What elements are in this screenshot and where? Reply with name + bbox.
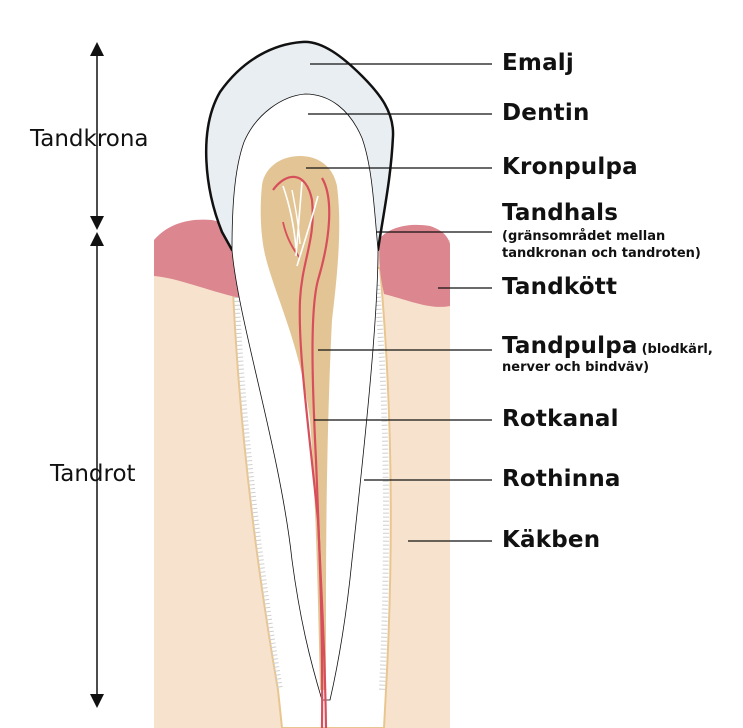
crown-side-label: Tandkrona [30,126,149,152]
label-emalj: Emalj [502,50,574,76]
root-side-label: Tandrot [50,461,136,487]
label-tandhals-note-1: (gränsområdet mellan [502,229,665,244]
label-tandhals: Tandhals [502,200,618,226]
root-arrow-top [90,232,104,246]
label-tandpulpa: Tandpulpa [502,333,638,359]
label-tandhals-note-2: tandkronan och tandroten) [502,246,701,261]
label-rothinna: Rothinna [502,466,621,492]
gum-right [379,225,450,307]
label-kronpulpa: Kronpulpa [502,154,638,180]
label-dentin: Dentin [502,100,590,126]
label-tandpulpa-note-1: (blodkärl, [642,342,713,357]
label-kakben: Käkben [502,527,600,553]
root-arrow-bottom [90,694,104,708]
label-tandpulpa-note-2: nerver och bindväv) [502,360,649,375]
label-tandpulpa-line: Tandpulpa (blodkärl, [502,333,713,359]
label-tandkott: Tandkött [502,274,617,300]
crown-arrow-top [90,42,104,56]
label-rotkanal: Rotkanal [502,406,619,432]
crown-arrow-bottom [90,216,104,230]
